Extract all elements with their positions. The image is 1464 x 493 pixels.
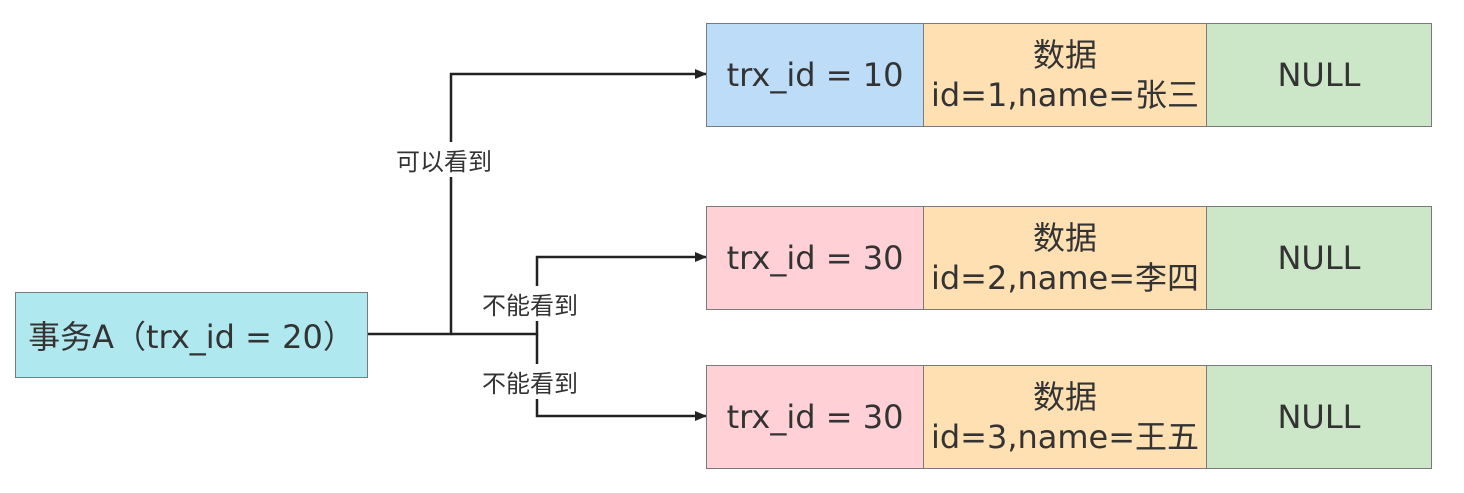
edge-to-record-3 <box>535 334 707 421</box>
transaction-a-node: 事务A（trx_id = 20） <box>15 292 368 378</box>
edge-label-visible: 可以看到 <box>394 142 494 177</box>
record-row: trx_id = 30 数据 id=3,name=王五 NULL <box>706 365 1432 469</box>
record-data-value: id=2,name=李四 <box>930 259 1200 297</box>
record-roll-pointer: NULL <box>1207 365 1432 469</box>
record-roll-pointer: NULL <box>1207 206 1432 310</box>
record-data: 数据 id=2,name=李四 <box>924 206 1207 310</box>
edge-to-record-1 <box>368 69 707 336</box>
record-row: trx_id = 30 数据 id=2,name=李四 NULL <box>706 206 1432 310</box>
record-trx-id: trx_id = 30 <box>706 365 924 469</box>
record-data-title: 数据 <box>1032 378 1097 416</box>
record-data-value: id=1,name=张三 <box>930 76 1200 114</box>
record-roll-pointer: NULL <box>1207 23 1432 127</box>
edge-label-invisible-1: 不能看到 <box>480 286 580 321</box>
record-trx-id: trx_id = 30 <box>706 206 924 310</box>
record-row: trx_id = 10 数据 id=1,name=张三 NULL <box>706 23 1432 127</box>
transaction-a-label: 事务A（trx_id = 20） <box>28 318 355 356</box>
record-data-title: 数据 <box>1032 36 1097 74</box>
edge-label-invisible-2: 不能看到 <box>480 364 580 399</box>
record-data-title: 数据 <box>1032 219 1097 257</box>
record-data: 数据 id=1,name=张三 <box>924 23 1207 127</box>
record-trx-id: trx_id = 10 <box>706 23 924 127</box>
record-data: 数据 id=3,name=王五 <box>924 365 1207 469</box>
record-data-value: id=3,name=王五 <box>930 418 1200 456</box>
